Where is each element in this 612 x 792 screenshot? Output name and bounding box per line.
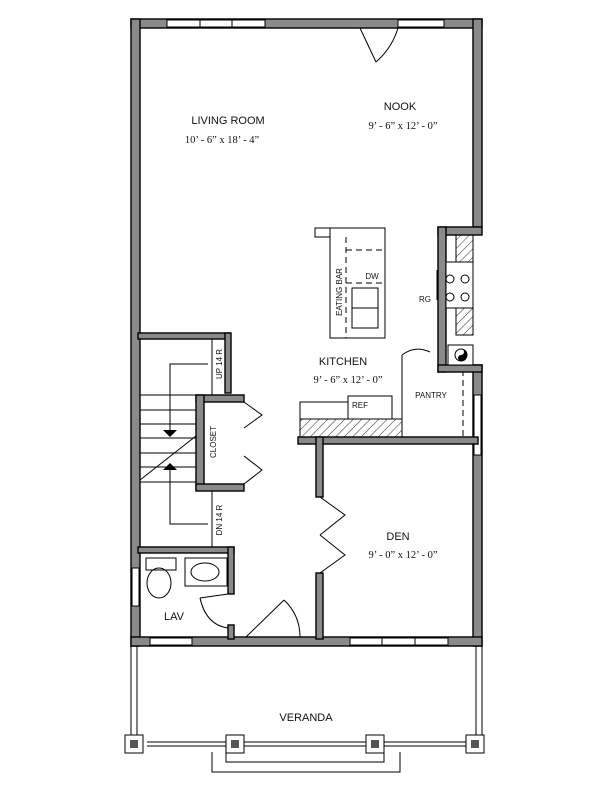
closet-label: CLOSET: [209, 426, 218, 458]
den-dims: 9’ - 0” x 12’ - 0”: [369, 550, 438, 561]
nook-label: NOOK: [384, 101, 417, 113]
lav-label: LAV: [164, 611, 185, 623]
pantry-outline: [404, 372, 464, 438]
kitchen-dims: 9’ - 6” x 12’ - 0”: [314, 375, 383, 386]
stairs: [139, 339, 213, 547]
interior-walls: [137, 332, 479, 640]
kitchen-label: KITCHEN: [319, 356, 367, 368]
living-room-label: LIVING ROOM: [191, 115, 264, 127]
dw-label: DW: [365, 272, 379, 281]
stairs-up-label: UP 14 R: [215, 349, 224, 379]
stairs-down-label: DN 14 R: [215, 504, 224, 535]
den-label: DEN: [386, 531, 409, 543]
veranda: [124, 646, 485, 773]
ref-label: REF: [352, 401, 368, 410]
living-room-dims: 10’ - 6” x 18’ - 4”: [185, 135, 260, 146]
windows: [131, 19, 482, 646]
pantry-label: PANTRY: [415, 391, 447, 400]
veranda-label: VERANDA: [279, 712, 333, 724]
kitchen-counters: [299, 234, 474, 438]
nook-dims: 9’ - 6” x 12’ - 0”: [369, 121, 438, 132]
rg-label: RG: [419, 295, 431, 304]
kitchen-island: [314, 227, 386, 339]
lav-fixtures: [145, 557, 228, 599]
eating-bar-label: EATING BAR: [335, 268, 344, 316]
veranda-posts: [124, 734, 485, 754]
